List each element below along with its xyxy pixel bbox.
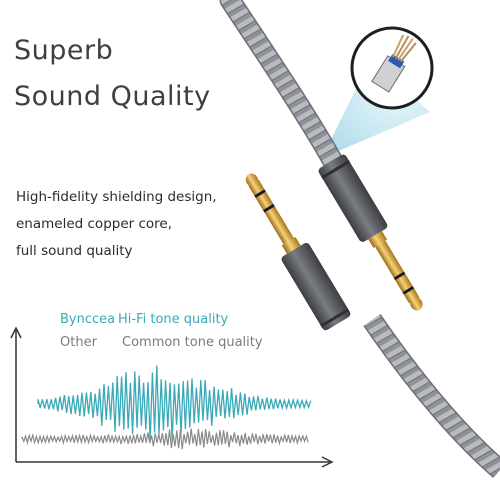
legend-other-desc: Common tone quality [122, 335, 263, 350]
common-tone-waveform [21, 428, 309, 450]
legend-row-brand: Bynccea Hi-Fi tone quality [60, 308, 300, 331]
zoom-callout-beam [322, 60, 430, 158]
description-line-3: full sound quality [16, 243, 133, 259]
description-line-2: enameled copper core, [16, 216, 173, 232]
legend-row-other: Other Common tone quality [60, 331, 300, 354]
legend-brand-desc: Hi-Fi tone quality [118, 312, 229, 327]
hifi-tone-waveform [37, 365, 312, 441]
description-line-1: High-fidelity shielding design, [16, 189, 217, 205]
legend-other-name: Other [60, 335, 97, 350]
headline-line-1: Superb [14, 35, 114, 66]
headline-line-2: Sound Quality [14, 81, 211, 112]
legend-brand-name: Bynccea [60, 312, 116, 327]
feature-description: High-fidelity shielding design, enameled… [16, 184, 217, 265]
copper-core-zoom-icon [350, 26, 434, 110]
tone-legend: Bynccea Hi-Fi tone quality Other Common … [60, 308, 300, 354]
waveform-axes [10, 326, 334, 468]
braided-audio-cable-icon [219, 0, 500, 478]
headline: Superb Sound Quality [14, 28, 211, 120]
gold-3.5mm-plug-icon-bottom [245, 173, 351, 331]
gold-3.5mm-plug-icon [318, 154, 423, 311]
